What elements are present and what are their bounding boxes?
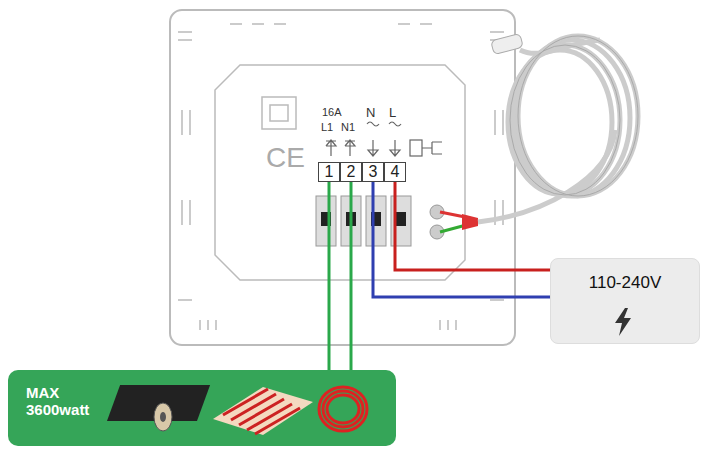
wire: [328, 182, 331, 370]
wire: [395, 182, 550, 270]
terminal-cell: 3: [362, 162, 384, 182]
terminal-cell: 2: [340, 162, 362, 182]
power-supply-box: 110-240V: [550, 258, 700, 344]
node-text: 2: [347, 163, 356, 181]
terminal-cell: 4: [384, 162, 406, 182]
terminal-name: L: [389, 105, 396, 120]
heater-load-band: MAX 3600watt: [8, 370, 396, 446]
wire: [350, 182, 353, 370]
node-text: MAX 3600watt: [26, 384, 106, 419]
terminal-name: N1: [341, 121, 355, 133]
wire: [373, 182, 550, 297]
node-text: 1: [325, 163, 334, 181]
node-text: 110-240V: [551, 273, 699, 293]
terminal-cell: 1: [318, 162, 340, 182]
ce-mark: CE: [266, 142, 305, 174]
node-text: 4: [391, 163, 400, 181]
node-text: 3: [369, 163, 378, 181]
terminal-name: L1: [321, 121, 333, 133]
current-rating: 16A: [322, 106, 342, 118]
lightning-icon: [613, 307, 633, 337]
heater-pictures: [103, 377, 373, 437]
terminal-name: N: [366, 105, 375, 120]
